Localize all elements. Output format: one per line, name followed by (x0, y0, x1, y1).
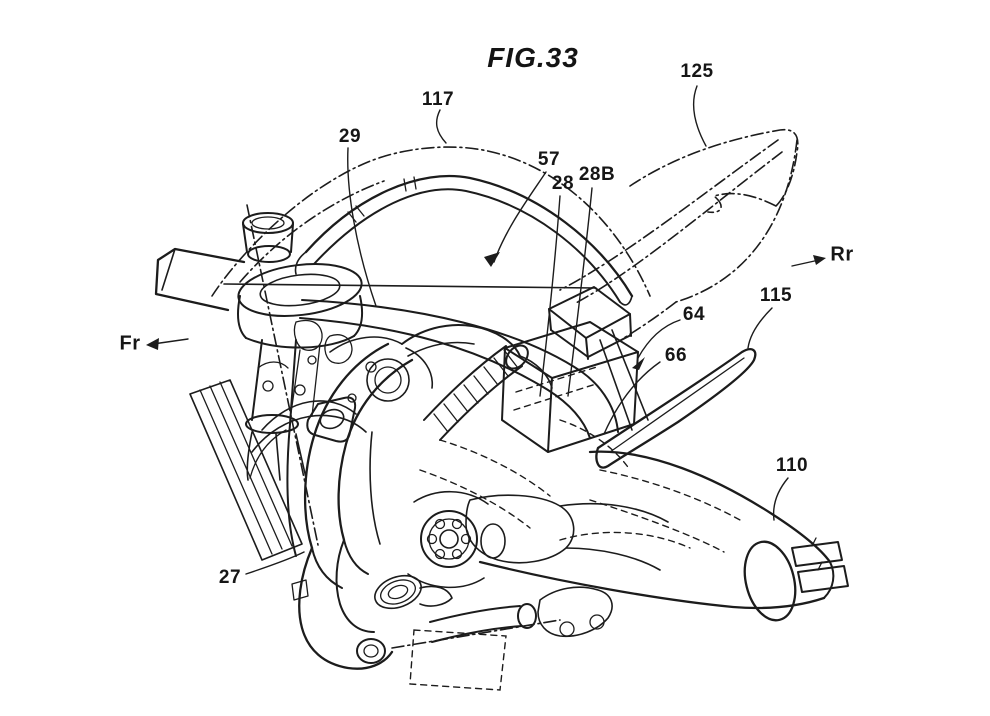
leader-117 (435, 109, 447, 144)
seat-rail (595, 348, 757, 469)
leader-110 (772, 477, 789, 521)
leader-28 (539, 195, 561, 397)
ref-label-29: 29 (338, 126, 362, 147)
ref-label-57: 57 (537, 149, 561, 170)
hidden-detail-lines (419, 419, 631, 529)
fr-direction-label: Fr (119, 332, 141, 355)
ref-label-125: 125 (680, 61, 714, 82)
ref-label-28B: 28B (578, 164, 616, 185)
figure-title: FIG.33 (487, 42, 579, 73)
rr-direction-label: Rr (830, 243, 854, 266)
muffler (478, 450, 849, 622)
rr-arrow-line (791, 259, 820, 267)
ref-label-28: 28 (551, 173, 575, 194)
ref-label-27: 27 (218, 567, 242, 588)
intake-ducts (303, 324, 553, 589)
fuel-tank-outline (211, 146, 651, 297)
leader-64 (637, 319, 681, 359)
ref-label-110: 110 (775, 455, 809, 476)
leader-29 (347, 147, 377, 307)
leader-125 (692, 85, 707, 147)
direction-arrows (146, 255, 826, 350)
leader-28B (567, 187, 593, 397)
leader-64-arrowhead (632, 357, 645, 370)
leader-lines (245, 85, 789, 575)
leader-57-arrowhead (484, 252, 500, 267)
fr-arrow-line (152, 338, 189, 345)
leader-66 (603, 361, 661, 435)
radiator (189, 379, 303, 561)
ref-label-64: 64 (682, 304, 706, 325)
leader-115 (747, 307, 773, 349)
swingarm (465, 494, 669, 638)
rr-arrowhead (813, 255, 826, 265)
ref-label-117: 117 (421, 89, 455, 110)
steering-head (154, 212, 363, 481)
ref-label-115: 115 (759, 285, 793, 306)
leader-57 (493, 171, 547, 263)
exhaust-pipes (291, 539, 537, 691)
leader-27 (245, 551, 305, 575)
fr-arrowhead (146, 338, 159, 350)
ref-label-66: 66 (664, 345, 688, 366)
